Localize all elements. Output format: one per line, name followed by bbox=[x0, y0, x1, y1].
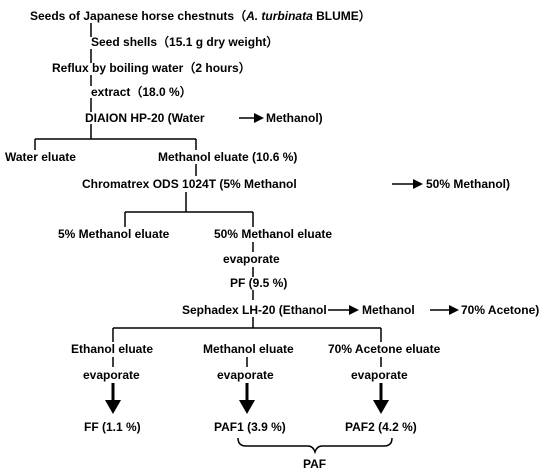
water-eluate-label: Water eluate bbox=[5, 150, 76, 164]
evaporate-step-label: evaporate bbox=[223, 252, 280, 266]
sephadex-column-mid: Methanol bbox=[362, 303, 415, 317]
right-arrow-head bbox=[349, 305, 359, 315]
evaporate-methanol-label: evaporate bbox=[217, 368, 274, 382]
methanol-eluate-2-label: Methanol eluate bbox=[203, 342, 294, 356]
chromatrex-column-start: Chromatrex ODS 1024T (5% Methanol bbox=[82, 177, 297, 191]
paf1-fraction-label: PAF1 (3.9 %) bbox=[214, 420, 286, 434]
pf-fraction-label: PF (9.5 %) bbox=[230, 276, 287, 290]
acetone-eluate-label: 70% Acetone eluate bbox=[328, 342, 441, 356]
sephadex-column-end: 70% Acetone) bbox=[461, 303, 539, 317]
ff-fraction-label: FF (1.1 %) bbox=[84, 420, 141, 434]
reflux-step-label: Reflux by boiling water（2 hours） bbox=[52, 60, 251, 75]
chromatrex-column-end: 50% Methanol) bbox=[426, 177, 510, 191]
source-material-label: Seeds of Japanese horse chestnuts（A. tur… bbox=[30, 8, 371, 23]
paf2-fraction-label: PAF2 (4.2 %) bbox=[345, 420, 417, 434]
methanol-eluate-label: Methanol eluate (10.6 %) bbox=[158, 150, 297, 164]
right-arrow-head bbox=[254, 113, 264, 123]
down-arrow-head bbox=[373, 400, 389, 414]
flow-connectors bbox=[34, 23, 382, 367]
right-arrow-head bbox=[449, 305, 459, 315]
right-arrow-head bbox=[413, 179, 423, 189]
inline-arrows bbox=[239, 113, 459, 315]
evaporate-acetone-label: evaporate bbox=[351, 368, 408, 382]
paf-bracket bbox=[237, 437, 393, 455]
meoh50-eluate-label: 50% Methanol eluate bbox=[214, 227, 332, 241]
diaion-column-end: Methanol) bbox=[266, 111, 323, 125]
extract-label: extract（18.0 %） bbox=[91, 84, 192, 99]
ethanol-eluate-label: Ethanol eluate bbox=[71, 342, 153, 356]
evaporate-ethanol-label: evaporate bbox=[83, 368, 140, 382]
seed-shells-label: Seed shells（15.1 g dry weight） bbox=[91, 34, 278, 49]
meoh5-eluate-label: 5% Methanol eluate bbox=[58, 227, 170, 241]
paf-group-label: PAF bbox=[303, 457, 326, 471]
sephadex-column-start: Sephadex LH-20 (Ethanol bbox=[182, 303, 327, 317]
down-arrow-head bbox=[105, 400, 121, 414]
down-arrow-head bbox=[239, 400, 255, 414]
down-arrows bbox=[105, 383, 389, 414]
diaion-column-start: DIAION HP-20 (Water bbox=[85, 111, 205, 125]
